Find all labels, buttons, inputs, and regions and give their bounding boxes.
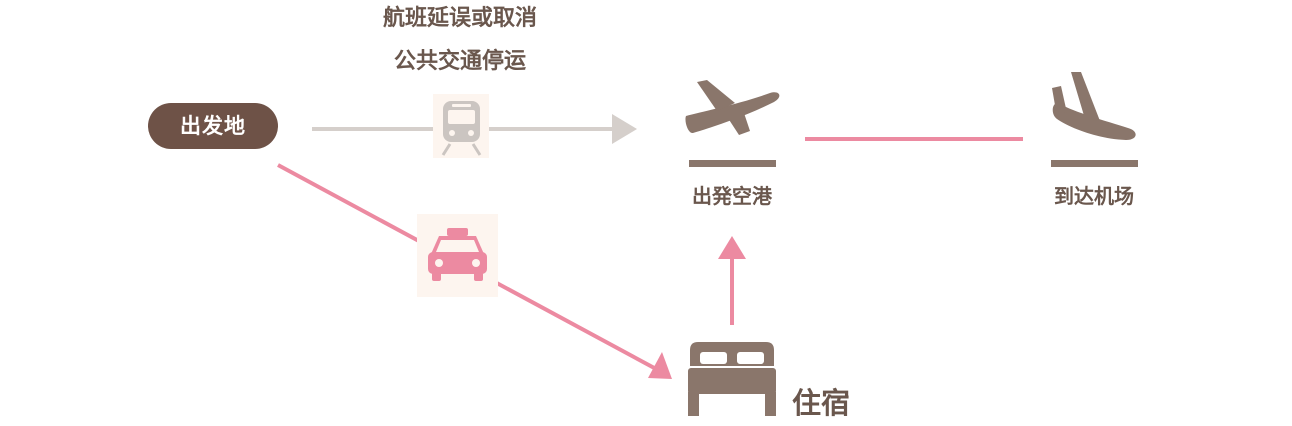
train-icon bbox=[433, 94, 489, 158]
origin-badge: 出发地 bbox=[148, 103, 278, 149]
airplane-landing-icon bbox=[1051, 72, 1138, 167]
bed-icon bbox=[688, 342, 776, 416]
notice-transit-suspended: 公共交通停运 bbox=[393, 49, 526, 74]
public-transport-arrowhead bbox=[612, 114, 637, 144]
lodging-to-airport-connector bbox=[718, 236, 746, 325]
lodging-label: 住宿 bbox=[792, 386, 851, 420]
lodging-to-airport-arrowhead bbox=[718, 236, 746, 259]
arrival-airport-label: 到达机场 bbox=[1054, 184, 1134, 208]
airplane-takeoff-icon bbox=[685, 80, 780, 167]
taxi-icon bbox=[417, 214, 498, 297]
departure-airport-label: 出発空港 bbox=[692, 184, 772, 208]
notice-flight-delay: 航班延误或取消 bbox=[382, 6, 537, 31]
taxi-arrowhead bbox=[648, 352, 672, 379]
